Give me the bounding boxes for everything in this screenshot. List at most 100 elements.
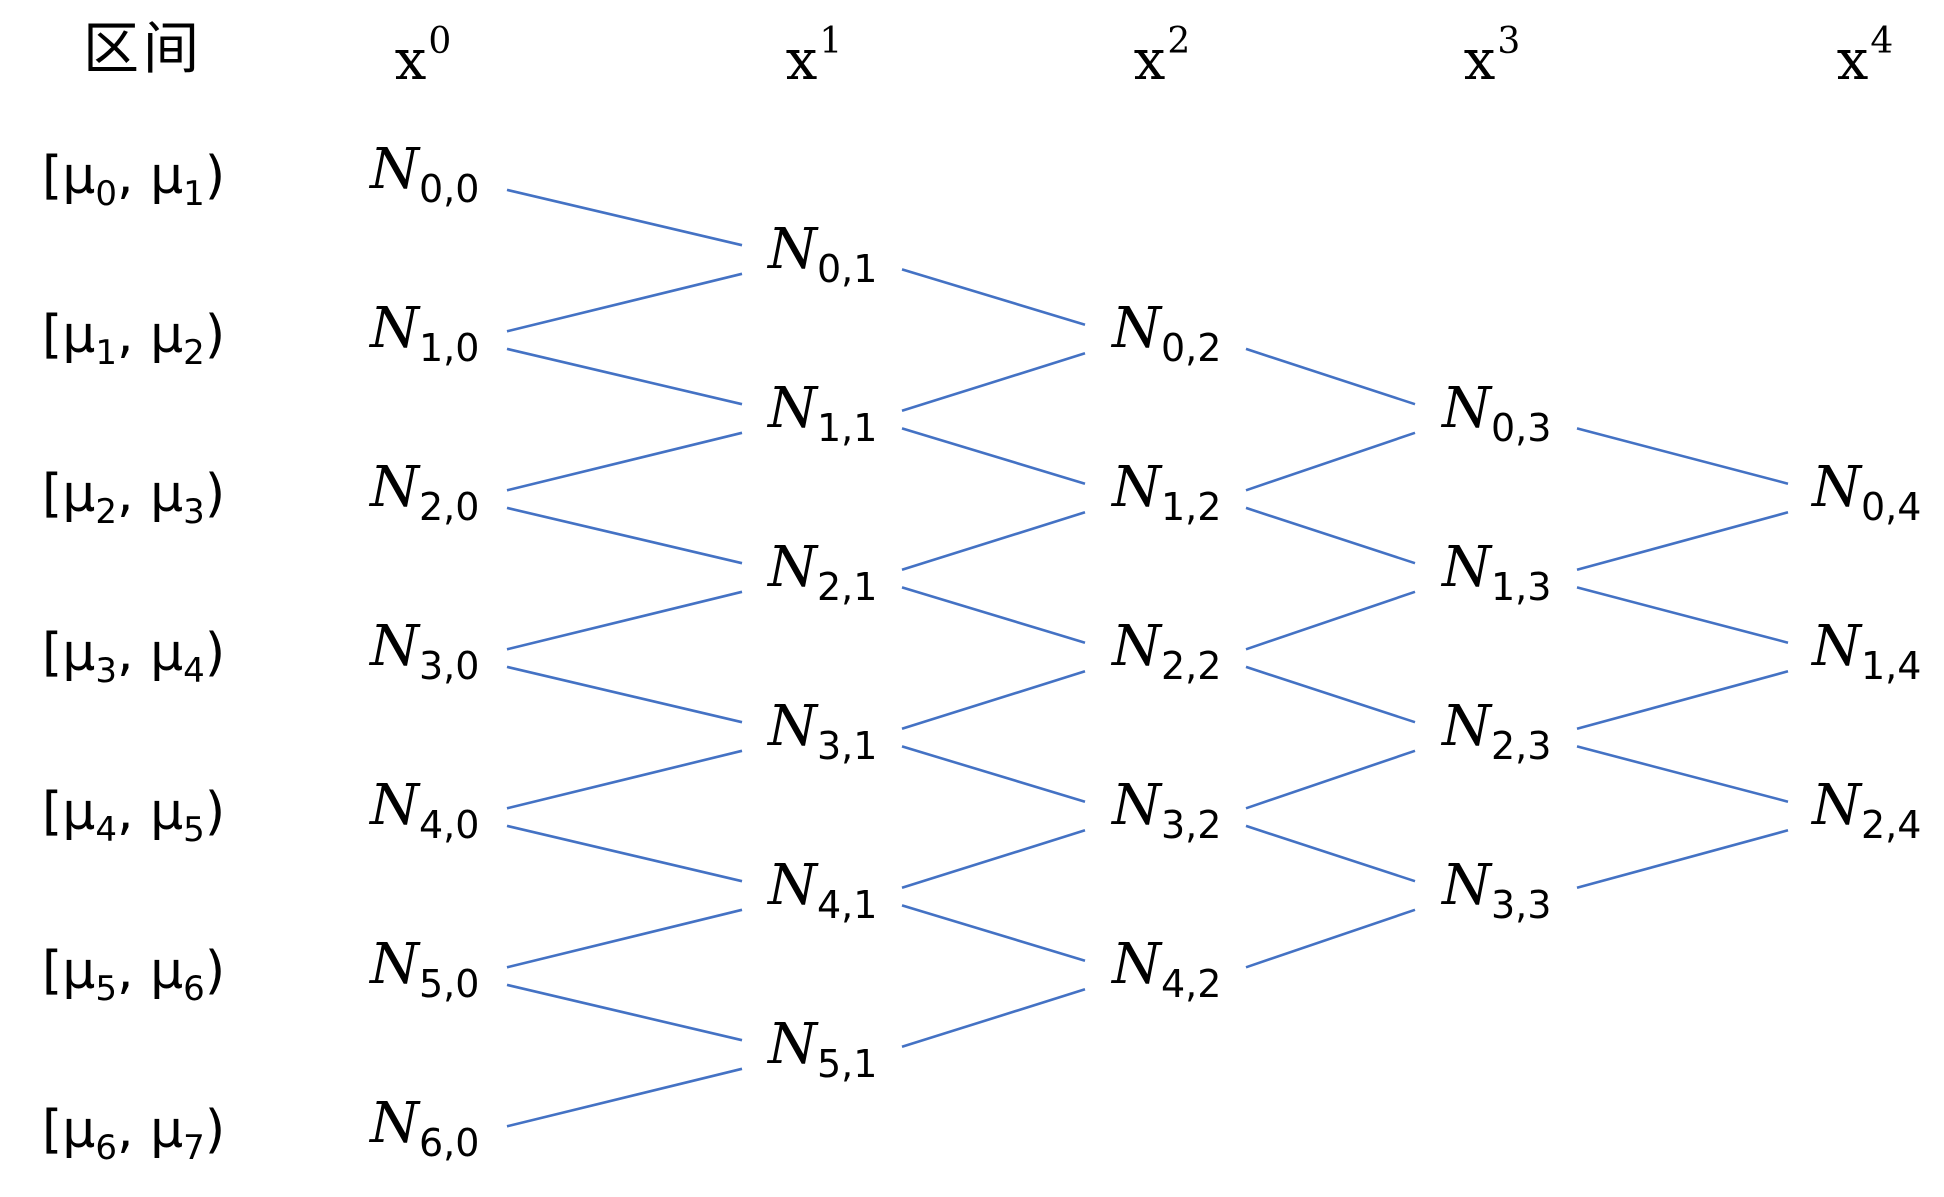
node-index: 1,0 bbox=[419, 326, 480, 370]
basis-node-6-0: N6,0 bbox=[370, 1096, 480, 1165]
basis-node-1-1: N1,1 bbox=[768, 380, 878, 450]
power-exponent: 4 bbox=[1870, 21, 1894, 62]
power-header-x0: x0 bbox=[395, 24, 452, 89]
node-symbol: N bbox=[768, 1011, 817, 1077]
node-symbol: N bbox=[1812, 773, 1861, 838]
node-index: 2,1 bbox=[817, 564, 878, 609]
interval-end: , μ bbox=[117, 782, 184, 842]
node-symbol: N bbox=[370, 1091, 419, 1156]
power-base: x bbox=[1463, 28, 1496, 93]
node-index: 2,0 bbox=[419, 485, 480, 529]
power-exponent: 1 bbox=[819, 21, 843, 62]
power-base: x bbox=[394, 28, 427, 93]
edge-5-0-to-4-1 bbox=[506, 908, 743, 969]
edge-3-2-to-3-3 bbox=[1245, 824, 1416, 883]
edge-5-1-to-4-2 bbox=[901, 988, 1086, 1049]
node-index: 1,4 bbox=[1861, 644, 1922, 688]
power-header-x3: x3 bbox=[1464, 24, 1521, 89]
basis-node-5-1: N5,1 bbox=[768, 1016, 878, 1086]
edge-2-2-to-1-3 bbox=[1245, 590, 1416, 651]
edge-1-3-to-0-4 bbox=[1576, 511, 1789, 572]
interval-column-header: 区间 bbox=[83, 17, 203, 82]
node-symbol: N bbox=[1112, 773, 1161, 838]
edge-2-2-to-2-3 bbox=[1245, 665, 1416, 724]
edge-1-3-to-1-4 bbox=[1576, 586, 1789, 644]
node-symbol: N bbox=[1442, 534, 1491, 600]
interval-start-index: 6 bbox=[95, 1128, 118, 1168]
edge-1-2-to-1-3 bbox=[1245, 506, 1416, 565]
node-index: 1,1 bbox=[817, 405, 878, 450]
power-exponent: 2 bbox=[1167, 21, 1191, 62]
edge-3-0-to-2-1 bbox=[506, 590, 743, 651]
basis-node-3-1: N3,1 bbox=[768, 698, 877, 765]
interval-start: [μ bbox=[42, 1100, 96, 1160]
interval-close: ) bbox=[204, 623, 226, 683]
interval-end: , μ bbox=[117, 1100, 184, 1160]
edge-1-2-to-0-3 bbox=[1245, 431, 1416, 492]
edge-6-0-to-5-1 bbox=[506, 1067, 743, 1128]
basis-node-3-0: N3,0 bbox=[370, 619, 479, 686]
basis-node-2-3: N2,3 bbox=[1442, 698, 1551, 765]
edge-3-1-to-3-2 bbox=[901, 745, 1086, 803]
interval-start-index: 3 bbox=[95, 651, 118, 691]
interval-start: [μ bbox=[42, 146, 96, 206]
interval-end-index: 1 bbox=[183, 174, 205, 214]
node-index: 5,1 bbox=[817, 1041, 878, 1086]
basis-node-2-4: N2,4 bbox=[1812, 778, 1921, 845]
edge-3-1-to-2-2 bbox=[901, 670, 1086, 731]
basis-node-2-2: N2,2 bbox=[1112, 619, 1221, 686]
interval-end: , μ bbox=[117, 623, 184, 683]
edge-2-0-to-2-1 bbox=[506, 506, 743, 565]
power-exponent: 3 bbox=[1497, 21, 1521, 62]
edge-0-0-to-0-1 bbox=[506, 188, 743, 247]
interval-start-index: 0 bbox=[95, 174, 118, 214]
edge-1-1-to-0-2 bbox=[901, 352, 1086, 413]
node-index: 5,0 bbox=[419, 962, 480, 1006]
node-index: 3,3 bbox=[1491, 882, 1552, 927]
node-symbol: N bbox=[1442, 375, 1491, 441]
interval-end-index: 7 bbox=[183, 1128, 205, 1168]
power-header-x4: x4 bbox=[1837, 24, 1894, 89]
node-index: 1,2 bbox=[1161, 485, 1222, 529]
node-index: 0,4 bbox=[1861, 485, 1922, 529]
node-symbol: N bbox=[370, 932, 419, 997]
edge-4-2-to-3-3 bbox=[1245, 908, 1416, 969]
power-base: x bbox=[785, 28, 818, 93]
interval-label: [μ4, μ5) bbox=[42, 786, 225, 847]
basis-node-0-3: N0,3 bbox=[1442, 380, 1552, 450]
basis-node-0-1: N0,1 bbox=[768, 221, 877, 288]
node-symbol: N bbox=[370, 137, 419, 202]
edge-1-1-to-1-2 bbox=[901, 427, 1086, 485]
interval-end: , μ bbox=[117, 464, 184, 524]
interval-end-index: 2 bbox=[183, 333, 205, 373]
basis-node-3-2: N3,2 bbox=[1112, 778, 1221, 845]
node-symbol: N bbox=[768, 852, 817, 918]
node-symbol: N bbox=[1812, 614, 1861, 679]
interval-close: ) bbox=[204, 1100, 226, 1160]
edge-4-1-to-4-2 bbox=[901, 904, 1086, 962]
basis-node-1-4: N1,4 bbox=[1812, 619, 1922, 688]
basis-node-2-0: N2,0 bbox=[370, 460, 480, 529]
node-symbol: N bbox=[1442, 693, 1491, 759]
edge-2-0-to-1-1 bbox=[506, 431, 743, 492]
node-index: 0,3 bbox=[1491, 405, 1552, 450]
edge-2-3-to-2-4 bbox=[1576, 745, 1789, 803]
interval-start: [μ bbox=[42, 464, 96, 524]
interval-start: [μ bbox=[42, 305, 96, 365]
node-symbol: N bbox=[768, 693, 817, 759]
interval-start-index: 1 bbox=[95, 333, 118, 373]
power-header-x1: x1 bbox=[786, 24, 843, 89]
node-index: 6,0 bbox=[419, 1121, 480, 1165]
node-index: 0,2 bbox=[1161, 326, 1222, 370]
interval-start: [μ bbox=[42, 941, 96, 1001]
interval-end: , μ bbox=[117, 941, 184, 1001]
basis-node-1-2: N1,2 bbox=[1112, 460, 1222, 529]
interval-label: [μ5, μ6) bbox=[42, 945, 225, 1006]
edge-2-3-to-1-4 bbox=[1576, 670, 1789, 731]
node-symbol: N bbox=[370, 455, 419, 520]
basis-node-3-3: N3,3 bbox=[1442, 857, 1552, 927]
basis-node-0-0: N0,0 bbox=[370, 142, 479, 209]
interval-end-index: 6 bbox=[183, 969, 205, 1009]
power-base: x bbox=[1133, 28, 1166, 93]
